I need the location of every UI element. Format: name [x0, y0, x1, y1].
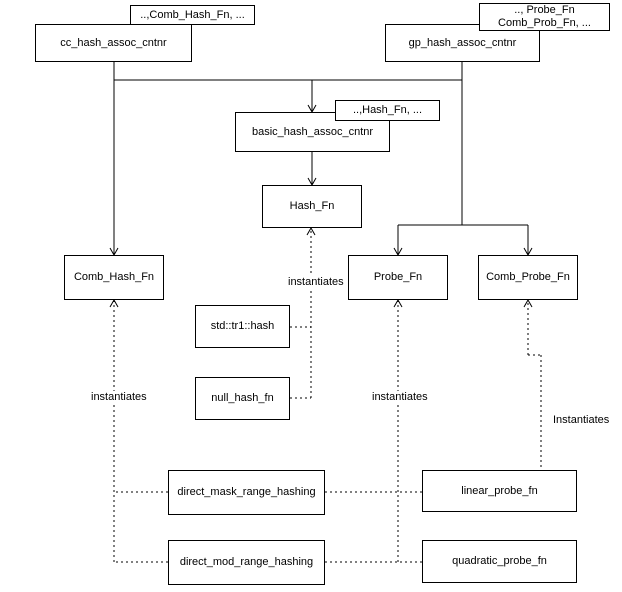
node-tag-probe-fn: .., Probe_Fn Comb_Prob_Fn, ... — [479, 3, 610, 31]
edge-gp-to-probe-fns — [393, 224, 533, 257]
node-direct-mod-range-hashing: direct_mod_range_hashing — [168, 540, 325, 585]
edge-to-basic-hash — [307, 80, 317, 114]
edge-cc-gp-connector — [114, 62, 463, 225]
edge-instantiates-comb-hash-fn — [113, 300, 168, 563]
arrow-probe-fn — [393, 298, 403, 308]
edge-instantiates-probe-fn — [325, 300, 422, 563]
edge-cc-to-comb-hash-fn — [109, 62, 119, 257]
edge-basic-to-hash-fn — [307, 152, 317, 187]
node-cc-hash-assoc-cntnr: cc_hash_assoc_cntnr — [35, 24, 192, 62]
node-probe-fn: Probe_Fn — [348, 255, 448, 300]
tag-probe-line1: .., Probe_Fn — [514, 4, 575, 16]
arrow-comb-probe-fn — [523, 298, 533, 308]
edge-instantiates-hash-fn — [290, 228, 312, 399]
node-comb-hash-fn: Comb_Hash_Fn — [64, 255, 164, 300]
node-linear-probe-fn: linear_probe_fn — [422, 470, 577, 512]
label-instantiates-hash-fn: instantiates — [286, 276, 346, 288]
arrow-hash-fn — [306, 226, 316, 236]
node-hash-fn: Hash_Fn — [262, 185, 362, 228]
node-direct-mask-range-hashing: direct_mask_range_hashing — [168, 470, 325, 515]
label-instantiates-comb-hash-fn: instantiates — [89, 391, 149, 403]
node-tag-hash-fn: ..,Hash_Fn, ... — [335, 100, 440, 121]
node-std-tr1-hash: std::tr1::hash — [195, 305, 290, 348]
node-comb-probe-fn: Comb_Probe_Fn — [478, 255, 578, 300]
node-null-hash-fn: null_hash_fn — [195, 377, 290, 420]
tag-probe-line2: Comb_Prob_Fn, ... — [498, 17, 591, 29]
label-instantiates-probe-fn: instantiates — [370, 391, 430, 403]
arrow-comb-hash-fn — [109, 298, 119, 308]
label-instantiates-comb-probe-fn: Instantiates — [551, 414, 612, 426]
node-tag-comb-hash-fn: ..,Comb_Hash_Fn, ... — [130, 5, 255, 25]
edge-instantiates-comb-probe-fn — [527, 300, 542, 470]
node-quadratic-probe-fn: quadratic_probe_fn — [422, 540, 577, 583]
